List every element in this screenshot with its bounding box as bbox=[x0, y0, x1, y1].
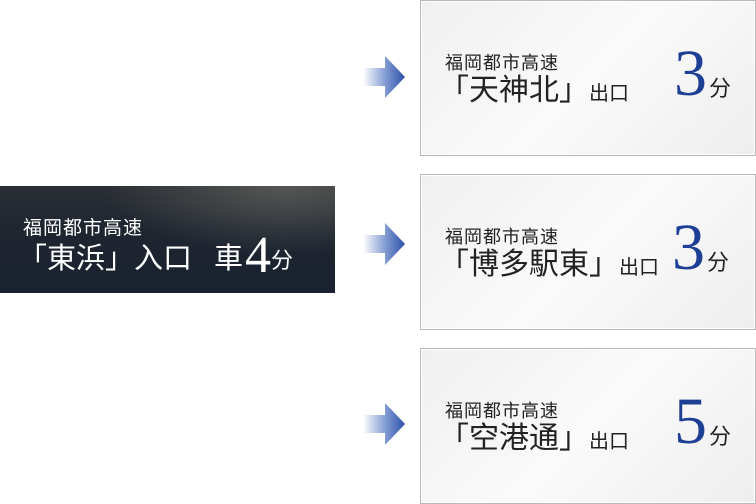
destination-unit: 分 bbox=[708, 425, 731, 450]
destination-minutes: 3 bbox=[671, 211, 705, 284]
destination-time: 5分 bbox=[674, 389, 731, 455]
destination-time: 3分 bbox=[674, 41, 731, 107]
destination-card-kukodori: 福岡都市高速 「空港通」出口 5分 bbox=[420, 348, 756, 504]
origin-panel: 福岡都市高速 「東浜」入口車4分 bbox=[0, 186, 335, 293]
destination-expressway-label: 福岡都市高速 bbox=[445, 53, 559, 74]
arrow-right-icon bbox=[363, 223, 405, 265]
destination-minutes: 5 bbox=[673, 385, 707, 458]
origin-expressway-label: 福岡都市高速 bbox=[23, 217, 144, 239]
destination-card-tenjinkita: 福岡都市高速 「天神北」出口 3分 bbox=[420, 0, 756, 156]
destination-unit: 分 bbox=[708, 77, 731, 102]
destination-time: 3分 bbox=[672, 215, 729, 281]
destination-exit-label: 出口 bbox=[589, 81, 629, 105]
destination-expressway-label: 福岡都市高速 bbox=[445, 227, 559, 248]
arrow-right-icon bbox=[363, 403, 405, 445]
destination-exit-label: 出口 bbox=[589, 429, 629, 453]
destination-minutes: 3 bbox=[673, 37, 707, 110]
destination-exit-line: 「博多駅東」出口 bbox=[439, 245, 659, 287]
destination-unit: 分 bbox=[706, 251, 729, 276]
arrow-right-icon bbox=[363, 56, 405, 98]
origin-entrance-name: 「東浜」入口 bbox=[18, 241, 193, 275]
destination-exit-label: 出口 bbox=[619, 255, 659, 279]
destination-card-hakataekihigashi: 福岡都市高速 「博多駅東」出口 3分 bbox=[420, 174, 756, 330]
destination-exit-line: 「空港通」出口 bbox=[439, 419, 629, 461]
destination-expressway-label: 福岡都市高速 bbox=[445, 401, 559, 422]
origin-entrance-line: 「東浜」入口車4分 bbox=[18, 230, 294, 282]
origin-minutes: 4 bbox=[245, 227, 272, 284]
origin-mode: 車 bbox=[214, 241, 244, 275]
destination-name: 「博多駅東」 bbox=[439, 247, 619, 282]
destination-exit-line: 「天神北」出口 bbox=[439, 71, 629, 113]
origin-unit: 分 bbox=[271, 249, 294, 274]
destination-name: 「天神北」 bbox=[439, 73, 589, 108]
destination-name: 「空港通」 bbox=[439, 421, 589, 456]
